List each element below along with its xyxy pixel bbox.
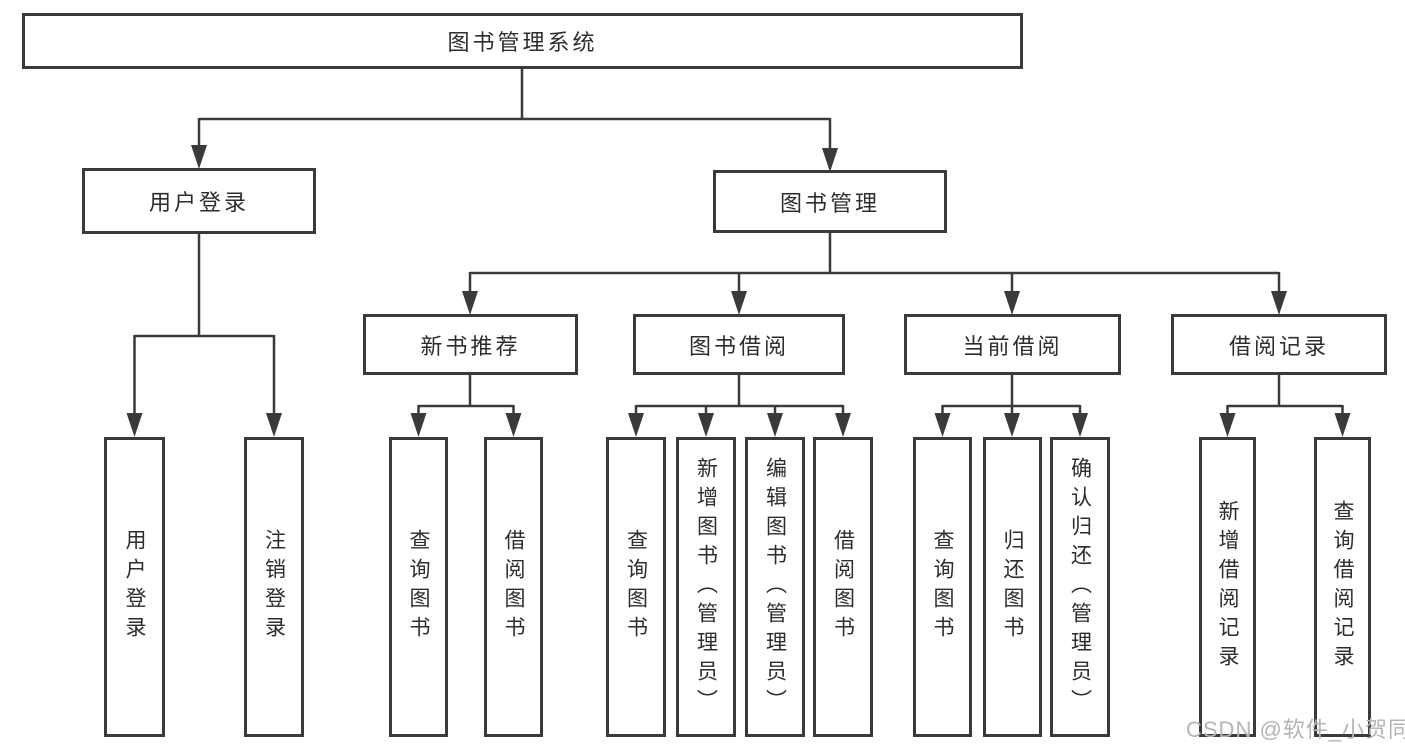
leaf-return-books: 归还图书 (983, 437, 1042, 737)
leaf-edit-books-admin: 编辑图书（管理员） (745, 437, 805, 737)
leaf-query-books-recommend: 查询图书 (389, 437, 448, 737)
node-current-borrow: 当前借阅 (904, 314, 1121, 375)
leaf-confirm-return-admin: 确认归还（管理员） (1050, 437, 1110, 737)
leaf-borrow-books-recommend: 借阅图书 (484, 437, 543, 737)
leaf-query-books-borrow: 查询图书 (606, 437, 666, 737)
arrowheads (126, 145, 1351, 437)
leaf-logout: 注销登录 (244, 437, 304, 737)
node-borrow-records: 借阅记录 (1171, 314, 1387, 375)
node-book-management: 图书管理 (713, 170, 947, 233)
node-book-borrow: 图书借阅 (633, 314, 845, 375)
csdn-watermark: CSDN @软件_小贺同学 (1186, 717, 1405, 742)
node-user-login: 用户登录 (82, 168, 316, 234)
leaf-user-login: 用户登录 (104, 437, 165, 737)
node-new-book-recommend: 新书推荐 (363, 314, 578, 375)
leaf-add-books-admin: 新增图书（管理员） (676, 437, 736, 737)
node-library-management-system: 图书管理系统 (22, 13, 1023, 69)
leaf-borrow-books: 借阅图书 (813, 437, 873, 737)
leaf-query-books-current: 查询图书 (913, 437, 972, 737)
leaf-query-borrow-record: 查询借阅记录 (1314, 437, 1371, 737)
leaf-add-borrow-record: 新增借阅记录 (1199, 437, 1256, 737)
